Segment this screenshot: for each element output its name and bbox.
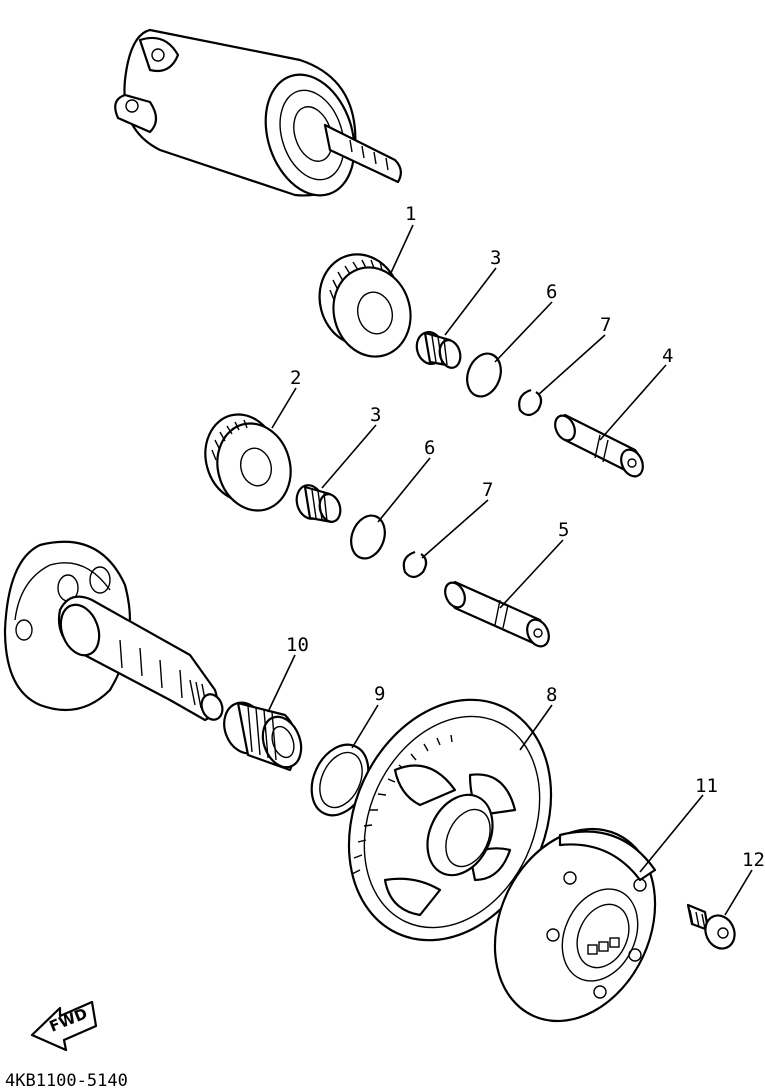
needle-bearing-3b — [295, 484, 342, 524]
callout-labels: 1 2 3 3 4 5 6 6 7 7 8 9 10 11 12 — [286, 203, 765, 871]
wheel-gear-8 — [347, 698, 553, 942]
callout-11: 11 — [695, 775, 718, 797]
callout-1: 1 — [405, 203, 416, 225]
callout-7b: 7 — [482, 479, 493, 501]
bolt-12 — [686, 903, 736, 950]
callout-12: 12 — [742, 849, 765, 871]
washer-6b — [350, 514, 386, 560]
callout-6b: 6 — [424, 437, 435, 459]
callout-10: 10 — [286, 634, 309, 656]
shaft-5 — [444, 580, 550, 648]
starter-motor — [114, 28, 402, 197]
callout-9: 9 — [374, 683, 385, 705]
callout-6a: 6 — [546, 281, 557, 303]
leader-lines — [267, 224, 753, 916]
needle-bearing-3a — [415, 331, 462, 369]
shaft-4 — [554, 413, 644, 478]
callout-3a: 3 — [490, 247, 501, 269]
gear-1 — [318, 253, 412, 358]
callout-3b: 3 — [370, 404, 381, 426]
callout-4: 4 — [662, 345, 673, 367]
gear-2 — [204, 413, 292, 512]
one-way-clutch-11 — [493, 827, 657, 1023]
circlip-7b — [402, 550, 428, 579]
drawing-number: 4KB1100-5140 — [5, 1071, 128, 1089]
clutch-shaft — [3, 540, 224, 722]
callout-8: 8 — [546, 684, 557, 706]
callout-5: 5 — [558, 519, 569, 541]
callout-2: 2 — [290, 367, 301, 389]
washer-6a — [466, 352, 502, 398]
callout-7a: 7 — [600, 314, 611, 336]
circlip-7a — [518, 388, 543, 417]
fwd-arrow: FWD — [30, 1000, 98, 1052]
bearing-10 — [223, 701, 303, 772]
